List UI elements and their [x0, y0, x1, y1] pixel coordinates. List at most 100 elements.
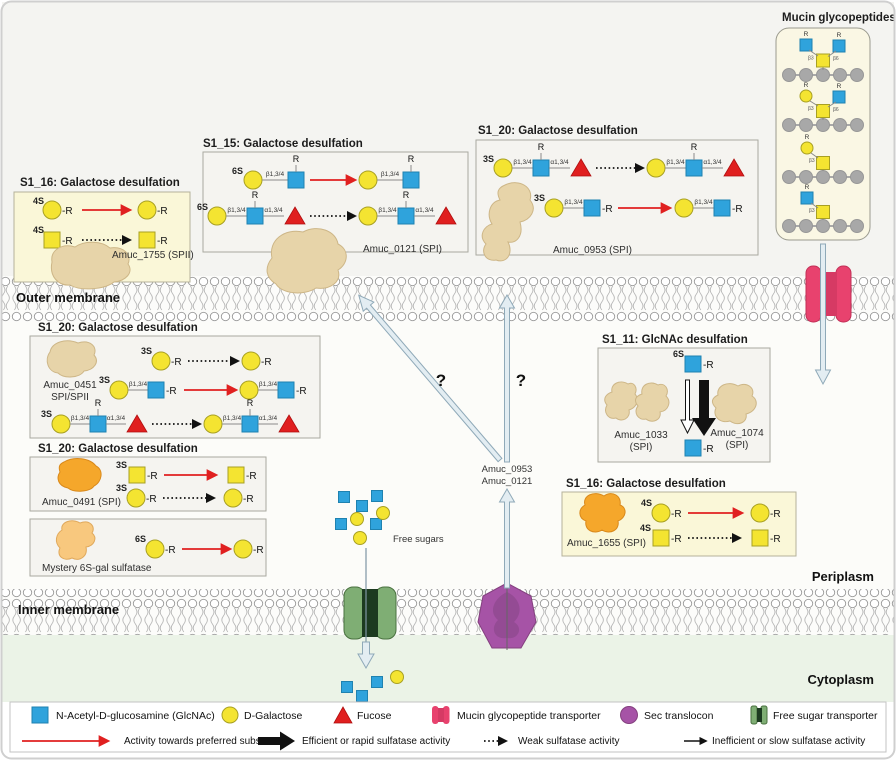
protein-structure [55, 520, 96, 560]
bond-label: β1,3/4 [378, 207, 397, 214]
r-label: -R [147, 471, 158, 482]
protein-label: Amuc_0451 [43, 380, 97, 391]
bond-label: β3 [809, 208, 815, 214]
peptide-residue [782, 219, 796, 233]
free-sugar-import-arrowhead [357, 641, 375, 670]
peptide-residue [816, 170, 830, 184]
box-amuc0451: S1_20: Galactose desulfation Amuc_0451 S… [29, 322, 321, 439]
sulfate-label: 6S [197, 202, 208, 212]
r-label: R [403, 190, 410, 200]
box-amuc1655: S1_16: Galactose desulfation Amuc_1655 (… [561, 478, 797, 557]
glcnac-icon [684, 355, 702, 373]
r-label: R [804, 31, 809, 38]
bond [827, 101, 837, 108]
glcnac-icon [371, 490, 383, 502]
sulfate-label: 6S [135, 534, 146, 544]
galactose-icon [358, 206, 378, 226]
efficient-activity-arrow [258, 731, 295, 751]
galactose-icon [390, 670, 404, 684]
sulfate-label: 3S [116, 483, 127, 493]
fucose-icon [284, 206, 306, 225]
transporter-channel [438, 708, 444, 722]
peptide-residue [850, 118, 864, 132]
galactose-icon [207, 206, 227, 226]
bond-label: β1,3/4 [694, 199, 713, 206]
r-label: R [252, 190, 259, 200]
legend-glcnac-label: N-Acetyl-D-glucosamine (GlcNAc) [56, 710, 215, 722]
r-label: -R [671, 509, 682, 520]
galactose-icon [109, 380, 129, 400]
box-title: S1_20: Galactose desulfation [478, 125, 638, 137]
transporter-channel [362, 589, 378, 637]
glycopeptide-1: β3 R β6 R [782, 31, 864, 82]
bond-label: β1,3/4 [129, 381, 148, 388]
bond-label: α1,3/4 [415, 207, 434, 214]
galactose-icon [799, 89, 813, 103]
sulfate-label: 4S [641, 498, 652, 508]
yellow-square-sugar-icon [816, 156, 830, 170]
legend-dotted-arrow-label: Weak sulfatase activity [518, 736, 620, 747]
glycopeptide-3: β3 R [782, 134, 864, 184]
cytoplasm-label: Cytoplasm [808, 672, 874, 687]
protein-structure [711, 383, 757, 425]
galactose-icon [353, 531, 367, 545]
r-label: -R [703, 444, 714, 455]
glcnac-icon [583, 199, 601, 217]
protein-label: (SPI) [726, 440, 749, 451]
peptide-residue [833, 170, 847, 184]
mucin-glycopeptide-transporter [805, 265, 852, 323]
protein-structure [57, 458, 102, 492]
yellow-square-sugar-icon [816, 205, 830, 219]
inner-membrane-label: Inner membrane [18, 602, 119, 617]
peptide-residue [833, 68, 847, 82]
glcnac-icon [832, 90, 846, 104]
glcnac-icon [799, 38, 813, 52]
galactose-icon [651, 503, 671, 523]
galactose-icon [51, 414, 71, 434]
box-title: S1_20: Galactose desulfation [38, 443, 198, 455]
r-label: -R [261, 357, 272, 368]
galactose-icon [646, 158, 666, 178]
protein-label: Amuc_1074 [710, 428, 764, 439]
galactose-icon [126, 488, 146, 508]
box-title: S1_11: GlcNAc desulfation [602, 334, 748, 346]
r-label: -R [166, 386, 177, 397]
glcnac-icon [402, 171, 420, 189]
yellow-square-sugar-icon [816, 53, 830, 68]
glcnac-icon [341, 681, 353, 693]
peptide-residue [816, 219, 830, 233]
sulfate-label: 4S [33, 225, 44, 235]
bond-label: β3 [809, 158, 815, 164]
protein-label: Amuc_1033 [614, 430, 668, 441]
r-label: R [805, 134, 810, 141]
outer-membrane-label: Outer membrane [16, 290, 120, 305]
free-sugar-transporter-icon [750, 705, 768, 725]
glcnac-icon [800, 191, 814, 205]
protein-structure [634, 382, 670, 422]
transporter-lobe [750, 705, 758, 725]
bond-label: β1,3/4 [564, 199, 583, 206]
bond-label: α1,3/4 [107, 415, 126, 422]
protein-label: (SPI) [630, 442, 653, 453]
r-label: R [247, 398, 254, 408]
peptide-residue [816, 118, 830, 132]
box-amuc0491: S1_20: Galactose desulfation Amuc_0491 (… [29, 443, 267, 512]
bond-label: β1,3/4 [227, 207, 246, 214]
transporter-lobe [374, 586, 397, 640]
peptide-residue [816, 68, 830, 82]
r-label: -R [62, 236, 73, 247]
peptide-residue [782, 118, 796, 132]
protein-structure [266, 228, 347, 294]
sec-translocon-detail [492, 592, 520, 639]
secreted-protein-label: Amuc_0121 [482, 476, 533, 487]
protein-label: Amuc_0121 (SPI) [363, 244, 442, 255]
galactose-icon [203, 414, 223, 434]
box-title: S1_16: Galactose desulfation [20, 177, 180, 189]
yellow-square-sugar-icon [652, 529, 670, 547]
bond-label: β3 [808, 56, 814, 62]
galactose-icon [674, 198, 694, 218]
sec-translocon [477, 558, 537, 650]
cytoplasm-region [2, 635, 894, 702]
peptide-residue [782, 68, 796, 82]
glcnac-icon [241, 415, 259, 433]
